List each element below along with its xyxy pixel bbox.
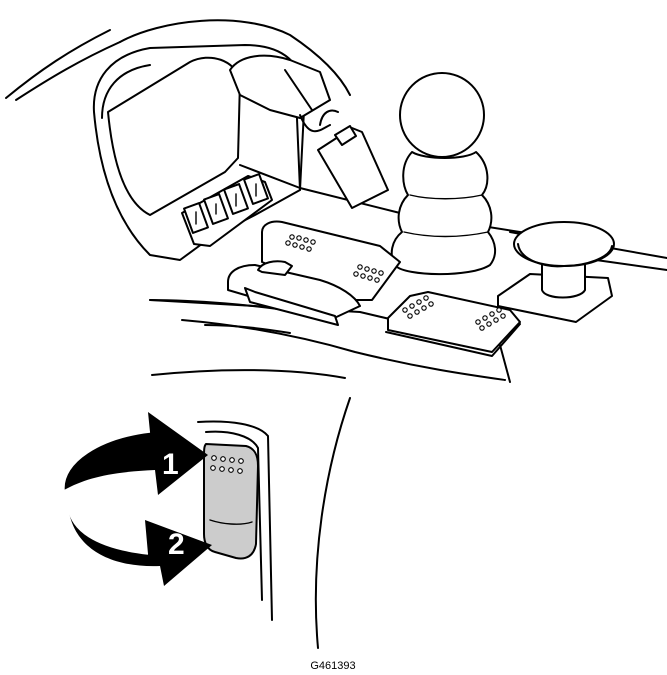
rotation-arrow-2-icon: 2 [68,505,212,586]
console-overview [6,20,667,382]
joystick-icon [392,73,495,274]
push-knob-icon [498,222,614,322]
rotation-arrow-1-icon: 1 [64,412,208,495]
figure-id: G461393 [310,660,355,672]
callout-2: 2 [168,528,185,561]
rocker-switch-detail: 1 2 [64,370,350,648]
rocker-switch-icon [204,444,258,558]
callout-1: 1 [162,448,179,481]
